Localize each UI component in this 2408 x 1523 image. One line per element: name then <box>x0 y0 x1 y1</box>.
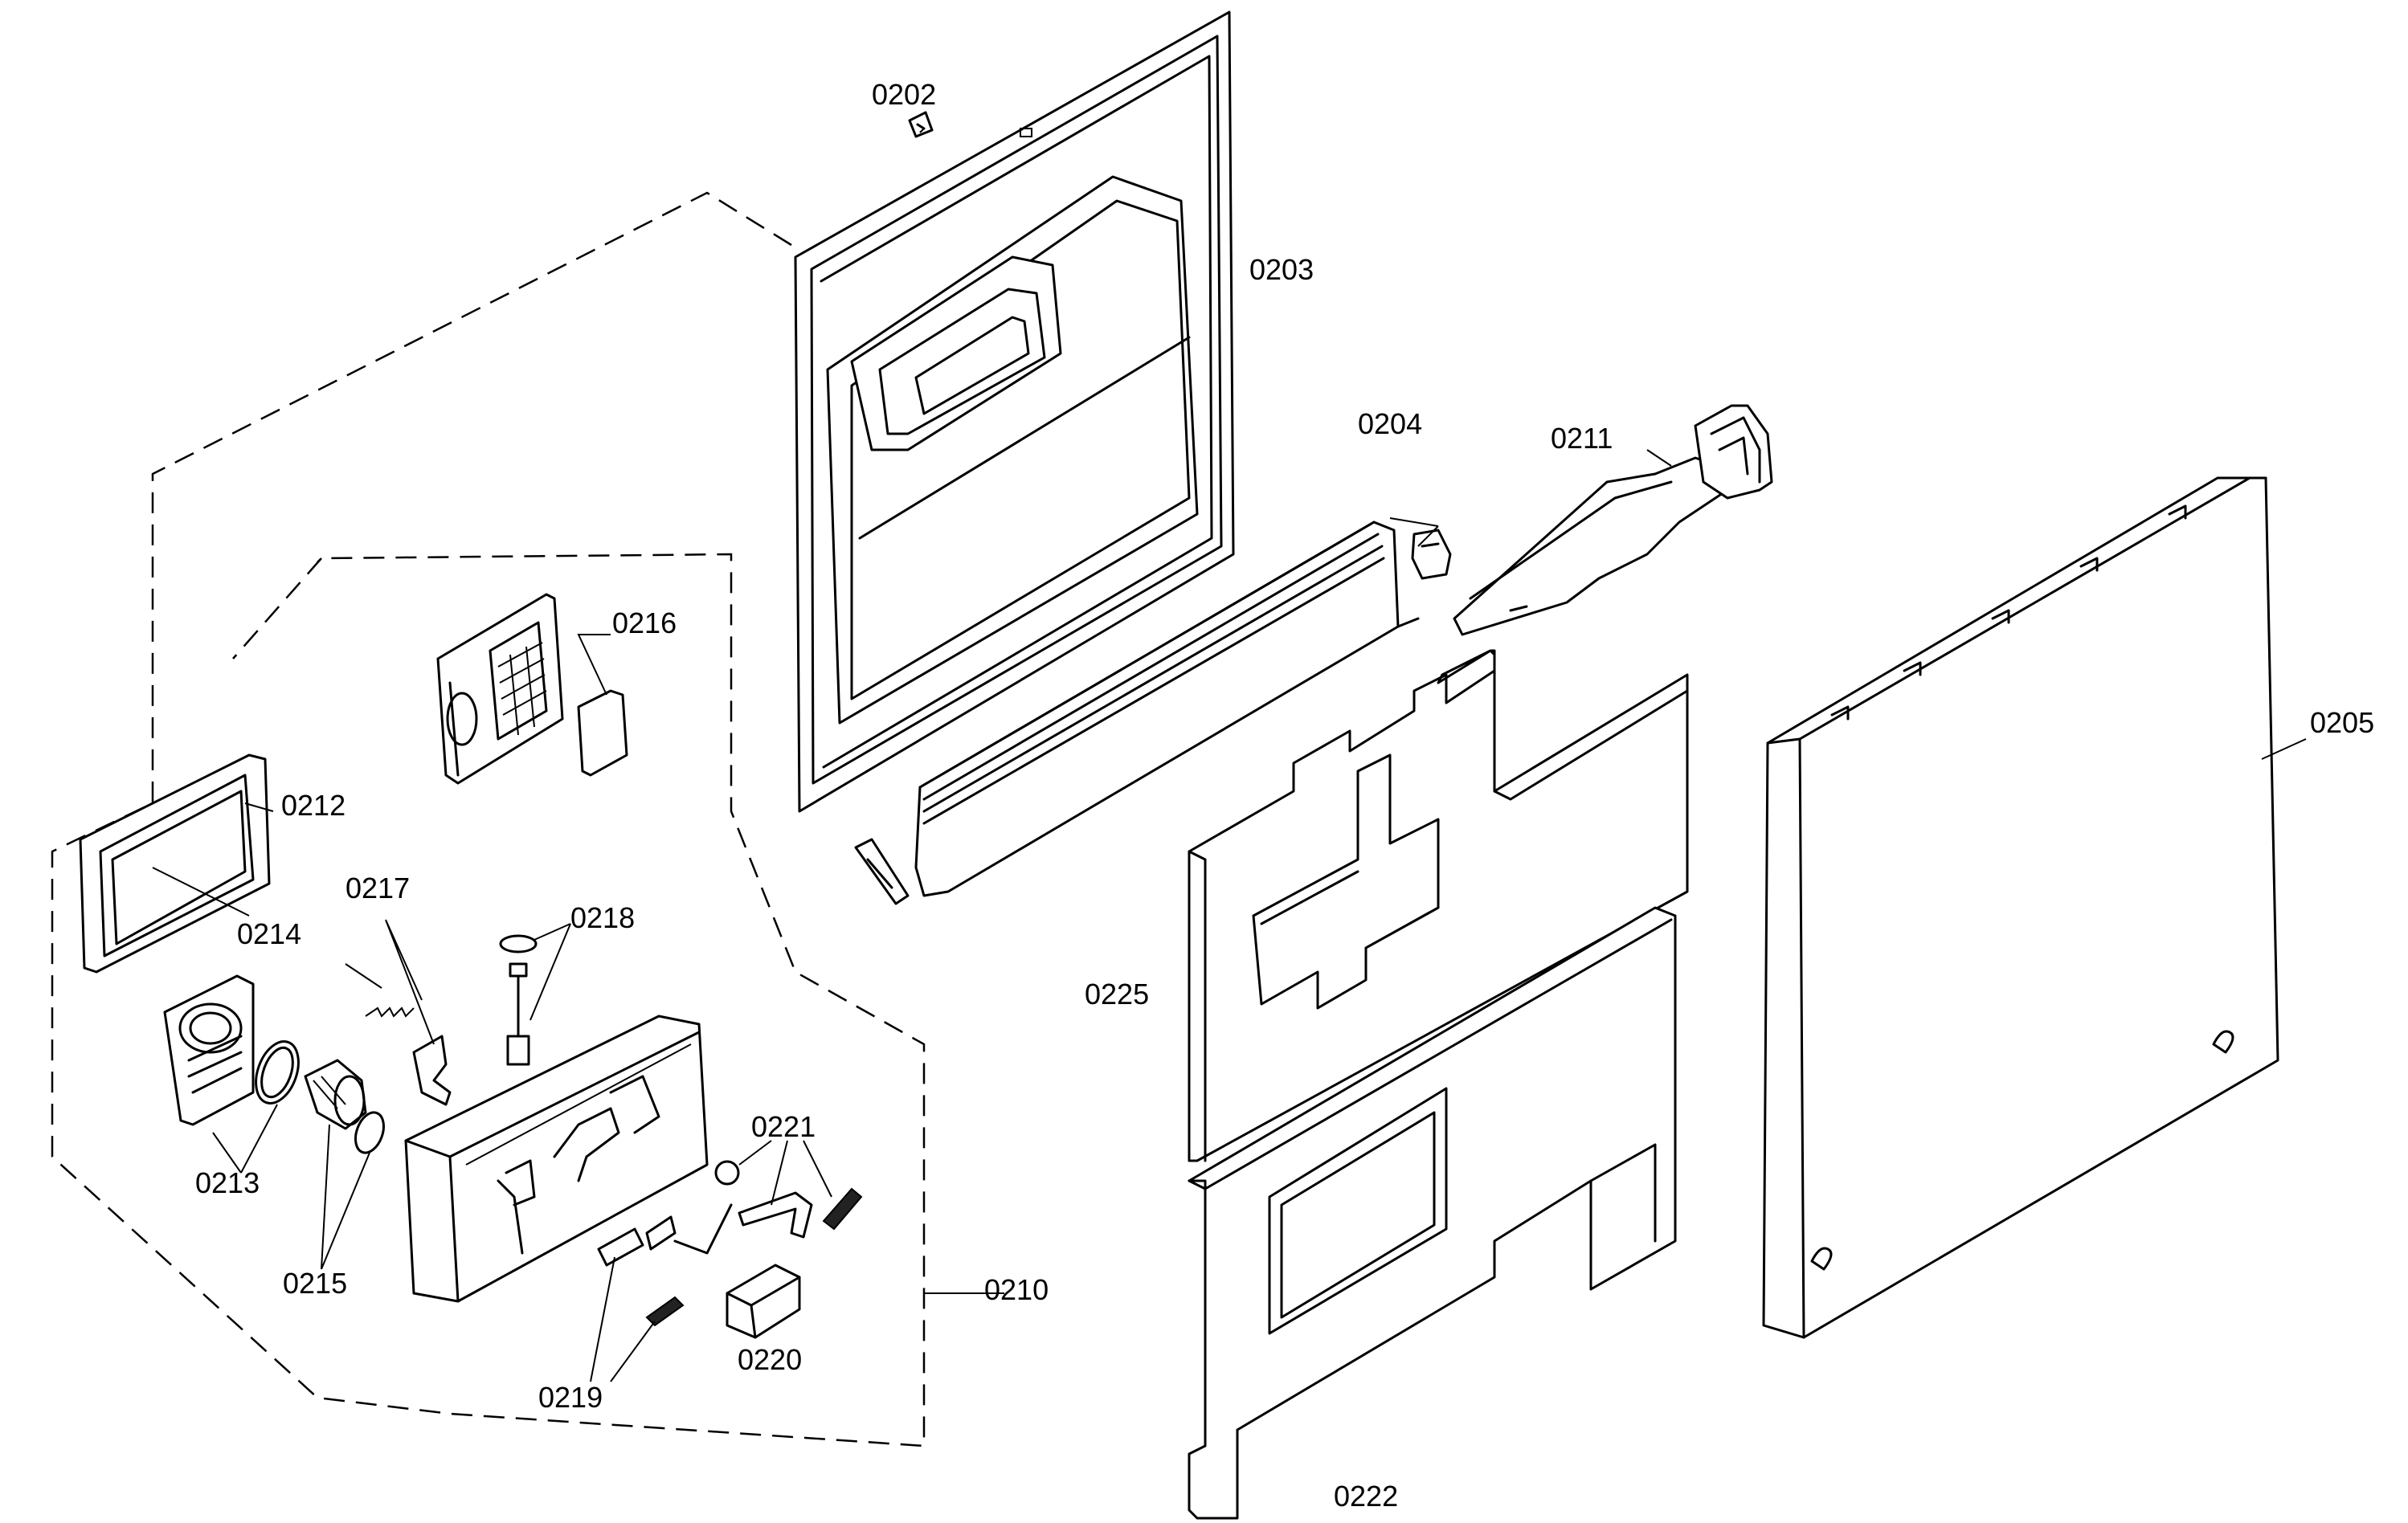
trim-end-clip <box>854 838 910 905</box>
plunger-rod <box>499 934 538 1066</box>
label-0210: 0210 <box>984 1273 1049 1306</box>
label-0222: 0222 <box>1334 1480 1398 1513</box>
label-0204: 0204 <box>1358 407 1422 440</box>
label-0214: 0214 <box>237 917 301 950</box>
spring-and-latch <box>365 1006 452 1106</box>
solenoid-block <box>726 1264 801 1339</box>
hinge-bracket <box>1453 404 1773 636</box>
outer-door-panel <box>1762 476 2279 1339</box>
label-0203: 0203 <box>1249 253 1314 286</box>
o-ring-large <box>255 1040 300 1104</box>
label-0218: 0218 <box>570 901 635 934</box>
detergent-dispenser-window <box>850 255 1062 451</box>
door-assembly-boundary <box>51 191 926 1447</box>
control-module-boundary <box>232 557 322 659</box>
actuator-pieces <box>597 1203 733 1327</box>
dispenser-spring <box>822 1187 863 1231</box>
screw-part <box>908 111 934 138</box>
lower-insulation-pad <box>1188 906 1677 1520</box>
dispenser-body <box>404 1015 709 1303</box>
leader-lines <box>152 128 2307 1382</box>
label-0220: 0220 <box>738 1343 802 1376</box>
part-labels: 0202 0203 0204 0211 0205 0216 0212 0217 … <box>195 78 2374 1513</box>
bottom-trim-strip <box>914 521 1452 897</box>
label-0216: 0216 <box>612 606 677 639</box>
dispenser-cap <box>304 1059 367 1130</box>
dispenser-gasket-frame <box>79 753 271 974</box>
upper-insulation-pad <box>1188 649 1689 1162</box>
label-0225: 0225 <box>1085 978 1149 1011</box>
cap-housing <box>163 974 255 1126</box>
label-0212: 0212 <box>281 789 345 822</box>
filter-pad <box>577 689 628 777</box>
label-0219: 0219 <box>538 1381 603 1414</box>
rinse-aid-cover <box>436 593 564 785</box>
dispenser-lever <box>738 1191 813 1239</box>
label-0215: 0215 <box>283 1267 347 1300</box>
o-ring-small <box>354 1111 385 1154</box>
label-0213: 0213 <box>195 1166 260 1199</box>
label-0205: 0205 <box>2310 706 2374 739</box>
inner-door-panel <box>794 10 1235 813</box>
label-0202: 0202 <box>872 78 936 111</box>
dispenser-ball <box>714 1160 740 1186</box>
label-0221: 0221 <box>751 1110 816 1143</box>
label-0217: 0217 <box>345 872 410 904</box>
label-0211: 0211 <box>1551 422 1613 455</box>
